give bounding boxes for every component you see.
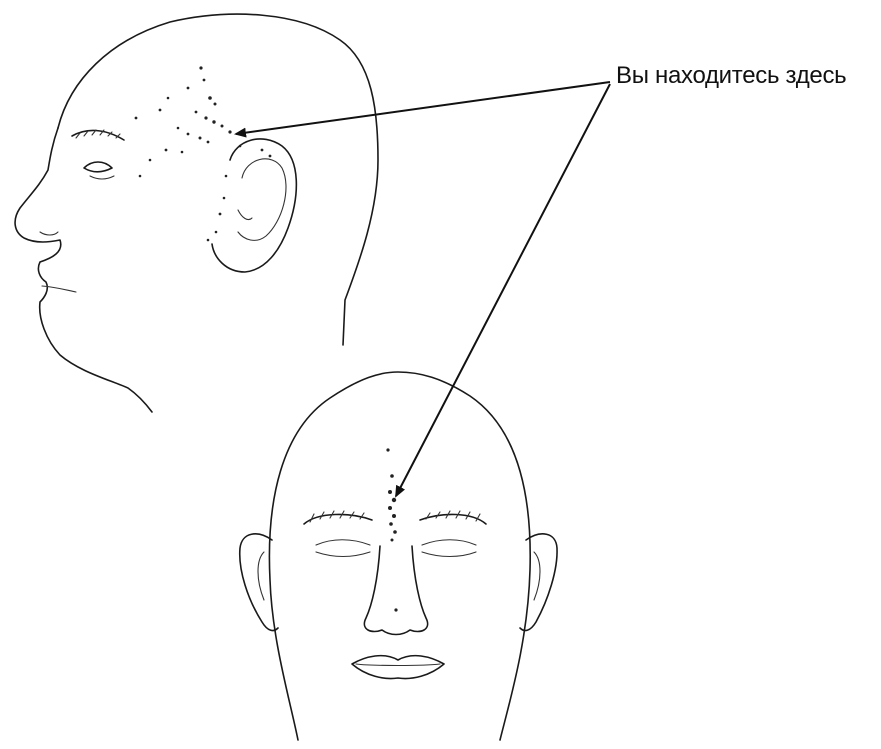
callout-arrows xyxy=(236,82,610,496)
front-head xyxy=(240,372,557,740)
front-left-eye xyxy=(316,540,370,557)
profile-nostril xyxy=(40,232,58,235)
profile-skull-outline xyxy=(58,14,378,345)
arrow-to-temple xyxy=(236,82,610,134)
front-mouth xyxy=(352,656,444,679)
front-forehead-dots xyxy=(386,448,397,611)
front-nose xyxy=(364,546,427,635)
profile-eyebrow xyxy=(72,130,124,140)
arrow-to-forehead xyxy=(396,84,610,496)
front-right-ear xyxy=(520,534,557,631)
profile-face-outline xyxy=(15,128,152,412)
profile-temple-dots xyxy=(135,66,272,241)
front-head-outline xyxy=(269,372,530,740)
callout-label: Вы находитесь здесь xyxy=(616,62,846,90)
front-right-eye xyxy=(422,540,476,557)
front-right-eyebrow xyxy=(420,514,486,524)
profile-head xyxy=(15,14,378,412)
profile-eye xyxy=(84,162,112,172)
